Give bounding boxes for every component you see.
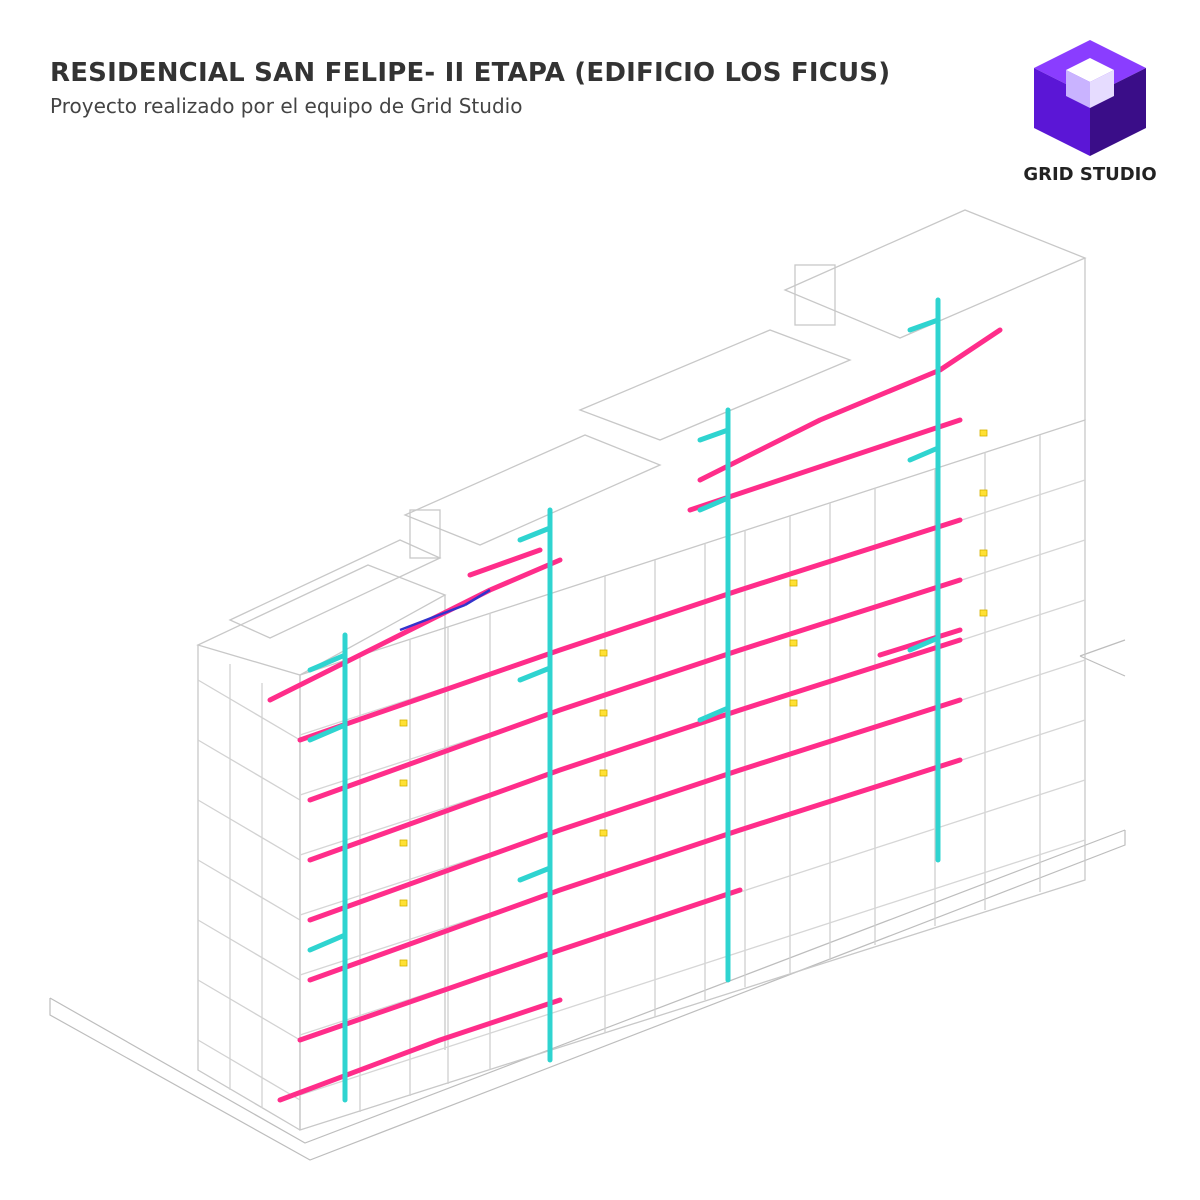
building-isometric-drawing [49, 209, 1126, 1161]
sanitary-pipe-network [267, 327, 1003, 1103]
page-header: RESIDENCIAL SAN FELIPE- II ETAPA (EDIFIC… [50, 58, 890, 118]
vent-pipe-network [307, 297, 941, 1103]
water-supply-line [399, 588, 491, 632]
grid-studio-cube-icon [1034, 40, 1146, 156]
brand-logo: GRID STUDIO [1020, 38, 1160, 188]
sanitary-fixtures [399, 429, 988, 967]
ground-plane [49, 639, 1126, 1161]
brand-name: GRID STUDIO [1023, 164, 1157, 185]
page-subtitle: Proyecto realizado por el equipo de Grid… [50, 94, 523, 118]
page-title: RESIDENCIAL SAN FELIPE- II ETAPA (EDIFIC… [50, 58, 891, 88]
